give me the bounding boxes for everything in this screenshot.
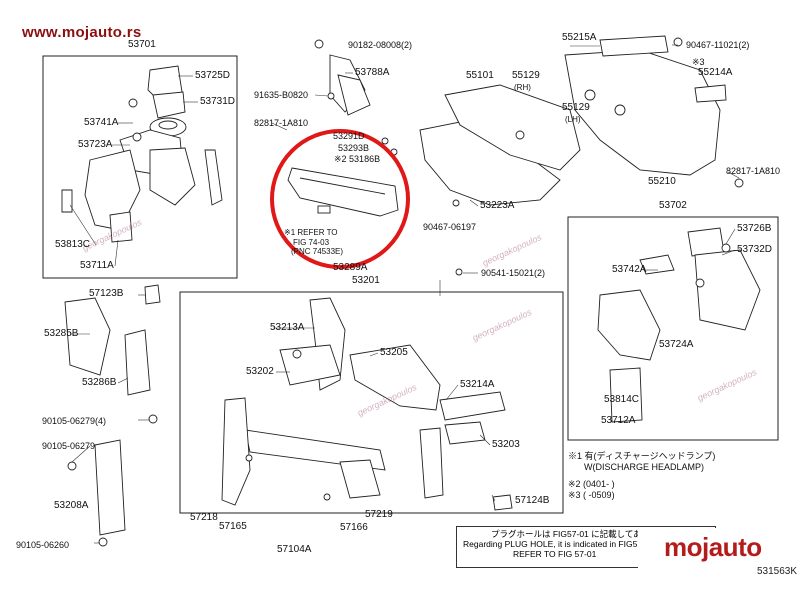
label-82817-a: 82817-1A810 — [254, 118, 309, 128]
label-57104A: 57104A — [277, 544, 312, 555]
refer-note-line3: (PNC 74533E) — [291, 247, 344, 256]
label-rh: (RH) — [514, 83, 531, 92]
group-box-53201 — [179, 291, 564, 514]
label-82817-b: 82817-1A810 — [726, 166, 781, 176]
part-group-left-side — [64, 284, 161, 547]
label-53788A: 53788A — [355, 67, 390, 78]
part-group-53702 — [455, 227, 761, 423]
part-group-53201 — [221, 297, 513, 511]
label-lh: (LH) — [565, 115, 581, 124]
label-53201: 53201 — [352, 275, 380, 286]
note-3: ※3 ( -0509) — [568, 490, 615, 500]
group-box-53702 — [567, 216, 779, 441]
refer-note-line1: ※1 REFER TO — [284, 228, 338, 237]
label-53723A: 53723A — [78, 139, 113, 150]
label-53186B: ※2 53186B — [334, 154, 381, 164]
label-53725D: 53725D — [195, 70, 231, 81]
highlight-circle — [270, 129, 410, 269]
label-57166: 57166 — [340, 522, 368, 533]
label-57123B: 57123B — [89, 288, 124, 299]
label-53741A: 53741A — [84, 117, 119, 128]
label-90105-c: 90105-06260 — [16, 540, 70, 550]
label-90467-a: 90467-11021(2) — [686, 40, 750, 50]
label-90105-b: 90105-06279 — [42, 441, 96, 451]
label-55210: 55210 — [648, 176, 676, 187]
plug-note-line3: REFER TO FIG 57-01 — [513, 549, 597, 559]
label-90105-a: 90105-06279(4) — [42, 416, 107, 426]
diagram-code: 531563K — [757, 566, 798, 577]
label-53712A: 53712A — [601, 415, 636, 426]
label-57218: 57218 — [190, 512, 218, 523]
label-53285B: 53285B — [44, 328, 79, 339]
label-53731D: 53731D — [200, 96, 236, 107]
label-55129-lh: 55129 — [562, 102, 590, 113]
label-57165: 57165 — [219, 521, 247, 532]
label-53742A: 53742A — [612, 264, 647, 275]
label-note3-ref: ※3 — [692, 57, 705, 67]
label-91635: 91635-B0820 — [254, 90, 309, 100]
part-53788A-shape — [314, 39, 371, 116]
footnotes: ※1 有(ディスチャージヘッドランプ) W(DISCHARGE HEADLAMP… — [568, 451, 715, 501]
plug-note-line1: プラグホールは FIG57-01 に記載してあります — [491, 529, 668, 539]
label-53286B: 53286B — [82, 377, 117, 388]
label-53208A: 53208A — [54, 500, 89, 511]
label-53293B: 53293B — [338, 143, 370, 153]
label-57219: 57219 — [365, 509, 393, 520]
label-90182: 90182-08008(2) — [348, 40, 413, 50]
part-53289A-shape — [287, 137, 399, 217]
label-53205: 53205 — [380, 347, 408, 358]
label-53291D: 53291D — [333, 131, 365, 141]
label-55129-rh: 55129 — [512, 70, 540, 81]
logo-text: mojauto — [664, 532, 762, 562]
note-1a: ※1 有(ディスチャージヘッドランプ) — [568, 451, 716, 461]
label-53732D: 53732D — [737, 244, 773, 255]
note-2: ※2 (0401- ) — [568, 479, 615, 489]
label-53726B: 53726B — [737, 223, 772, 234]
site-url: www.mojauto.rs — [22, 24, 142, 41]
label-53202: 53202 — [246, 366, 274, 377]
part-group-dash-panel — [419, 35, 744, 207]
note-1b: W(DISCHARGE HEADLAMP) — [584, 462, 705, 472]
group-box-53701 — [42, 55, 238, 279]
part-group-53701 — [61, 65, 223, 243]
label-53814C: 53814C — [604, 394, 640, 405]
label-90541: 90541-15021(2) — [481, 268, 546, 278]
plug-note-line2: Regarding PLUG HOLE, it is indicated in … — [463, 539, 655, 549]
label-53701: 53701 — [128, 39, 156, 50]
mojauto-logo: mojauto — [638, 528, 776, 568]
label-53711A: 53711A — [80, 260, 114, 271]
label-53203: 53203 — [492, 439, 520, 450]
label-55215A: 55215A — [562, 32, 597, 43]
label-57124B: 57124B — [515, 495, 550, 506]
label-53213A: 53213A — [270, 322, 305, 333]
refer-note-line2: FIG 74-03 — [293, 238, 330, 247]
label-53214A: 53214A — [460, 379, 495, 390]
label-55101: 55101 — [466, 70, 494, 81]
label-55214A: 55214A — [698, 67, 733, 78]
label-90467-b: 90467-06197 — [423, 222, 477, 232]
label-53289A: 53289A — [333, 262, 368, 273]
label-53813C: 53813C — [55, 239, 91, 250]
leader-lines — [69, 44, 740, 544]
label-53724A: 53724A — [659, 339, 694, 350]
label-53223A: 53223A — [480, 200, 515, 211]
label-53702: 53702 — [659, 200, 687, 211]
